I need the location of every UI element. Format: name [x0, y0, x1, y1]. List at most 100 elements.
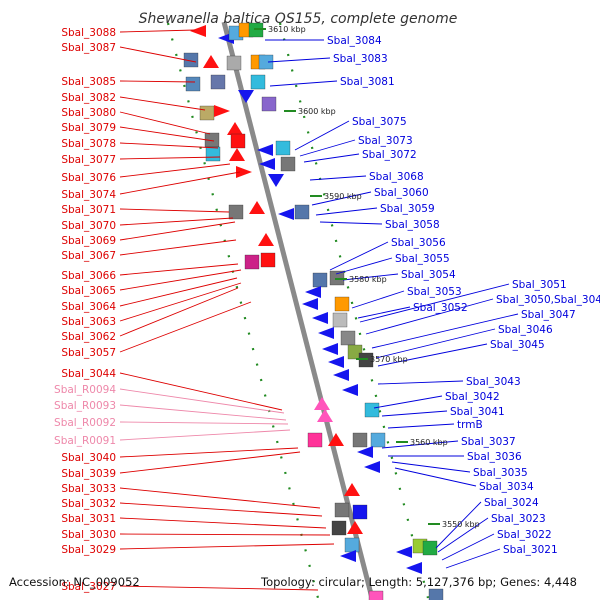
gene-label-left: Sbal_3070: [61, 220, 116, 232]
leader-line: [119, 217, 234, 226]
leader-line: [342, 273, 399, 281]
map-title: Shewanella baltica OS155, complete genom…: [139, 11, 458, 27]
gene-block: [312, 272, 328, 288]
leader-line: [119, 29, 196, 33]
gene-label-left: Sbal_3065: [61, 285, 116, 297]
leader-line: [119, 80, 196, 83]
gene-arrow: [328, 356, 344, 368]
gene-arrow: [238, 90, 254, 103]
dotted-track: [166, 22, 320, 599]
leader-line: [119, 46, 197, 63]
leader-line: [119, 156, 221, 160]
gene-label-left: Sbal_3029: [61, 544, 116, 556]
gene-label-right: Sbal_3081: [340, 76, 395, 88]
gene-arrow: [227, 122, 243, 135]
gene-block: [428, 588, 444, 600]
scale-label: 3590 kbp: [324, 192, 362, 201]
gene-block: [331, 520, 347, 536]
leader-line: [377, 380, 464, 385]
scale-label: 3570 kbp: [370, 355, 408, 364]
gene-labels: Sbal_3088Sbal_3087Sbal_3085Sbal_3082Sbal…: [54, 27, 600, 593]
gene-arrow: [342, 384, 358, 396]
gene-label-left: Sbal_3027: [61, 581, 116, 593]
leader-line: [119, 208, 230, 213]
gene-label-left: Sbal_R0094: [54, 384, 116, 396]
leader-line: [351, 290, 405, 309]
gene-label-right: Sbal_3034: [479, 481, 534, 493]
leader-line: [119, 301, 252, 353]
scale-label: 3580 kbp: [349, 275, 387, 284]
gene-label-left: Sbal_3079: [61, 122, 116, 134]
gene-label-left: Sbal_3032: [61, 498, 116, 510]
gene-label-left: Sbal_3087: [61, 42, 116, 54]
gene-block: [370, 432, 386, 448]
gene-block: [260, 252, 276, 268]
gene-label-left: Sbal_3031: [61, 513, 116, 525]
leader-line: [119, 517, 327, 529]
gene-label-left: Sbal_3069: [61, 235, 116, 247]
gene-label-left: Sbal_3057: [61, 347, 116, 359]
gene-arrow: [347, 521, 363, 534]
leader-line: [335, 257, 393, 275]
gene-label-right: Sbal_3047: [521, 309, 576, 321]
gene-label-right: Sbal_3042: [445, 391, 500, 403]
gene-label-right: Sbal_3068: [369, 171, 424, 183]
scale-label: 3610 kbp: [268, 25, 306, 34]
gene-label-right: Sbal_3073: [358, 135, 413, 147]
leader-line: [387, 423, 455, 429]
gene-label-right: Sbal_3022: [497, 529, 552, 541]
gene-block: [185, 76, 201, 92]
gene-block: [228, 204, 244, 220]
gene-arrow: [333, 369, 349, 381]
gene-label-right: Sbal_3056: [391, 237, 446, 249]
gene-block: [244, 254, 260, 270]
gene-block: [250, 74, 266, 90]
leader-line: [119, 429, 291, 441]
gene-label-right: Sbal_3036: [467, 451, 522, 463]
gene-block: [280, 156, 296, 172]
leader-line: [445, 548, 501, 569]
gene-label-right: Sbal_3045: [490, 339, 545, 351]
gene-block: [275, 140, 291, 156]
gene-arrow: [259, 158, 275, 170]
gene-label-right: Sbal_3037: [461, 436, 516, 448]
gene-arrow: [317, 409, 333, 422]
leader-line: [119, 447, 299, 458]
leader-line: [309, 175, 367, 181]
leader-line: [394, 467, 477, 487]
leader-line: [119, 543, 335, 550]
gene-block: [352, 432, 368, 448]
gene-label-left: Sbal_3033: [61, 483, 116, 495]
gene-arrow: [236, 166, 252, 178]
leader-line: [119, 221, 236, 241]
gene-block: [332, 312, 348, 328]
leader-line: [119, 404, 287, 421]
gene-arrow: [258, 233, 274, 246]
leader-line: [119, 126, 215, 142]
gene-label-right: Sbal_3054: [401, 269, 456, 281]
leader-line: [435, 501, 482, 549]
leader-line: [119, 263, 239, 276]
leader-line: [119, 585, 319, 591]
gene-arrow: [203, 55, 219, 68]
gene-label-left: Sbal_R0093: [54, 400, 116, 412]
gene-label-right: Sbal_3043: [466, 376, 521, 388]
gene-label-left: Sbal_R0091: [54, 435, 116, 447]
gene-arrow: [328, 433, 344, 446]
gene-label-left: Sbal_3066: [61, 270, 116, 282]
leader-line: [119, 451, 301, 474]
gene-block: [226, 55, 242, 71]
gene-label-left: Sbal_3071: [61, 204, 116, 216]
gene-arrow: [268, 174, 284, 187]
gene-label-right: Sbal_3055: [395, 253, 450, 265]
leader-line: [381, 440, 459, 449]
genome-backbone: [221, 21, 375, 599]
gene-block: [368, 590, 384, 600]
summary-text: Topology: circular; Length: 5,127,376 bp…: [260, 575, 577, 589]
leader-line: [119, 239, 237, 256]
gene-arrow: [406, 562, 422, 574]
leader-line: [119, 487, 321, 509]
gene-arrow: [302, 298, 318, 310]
